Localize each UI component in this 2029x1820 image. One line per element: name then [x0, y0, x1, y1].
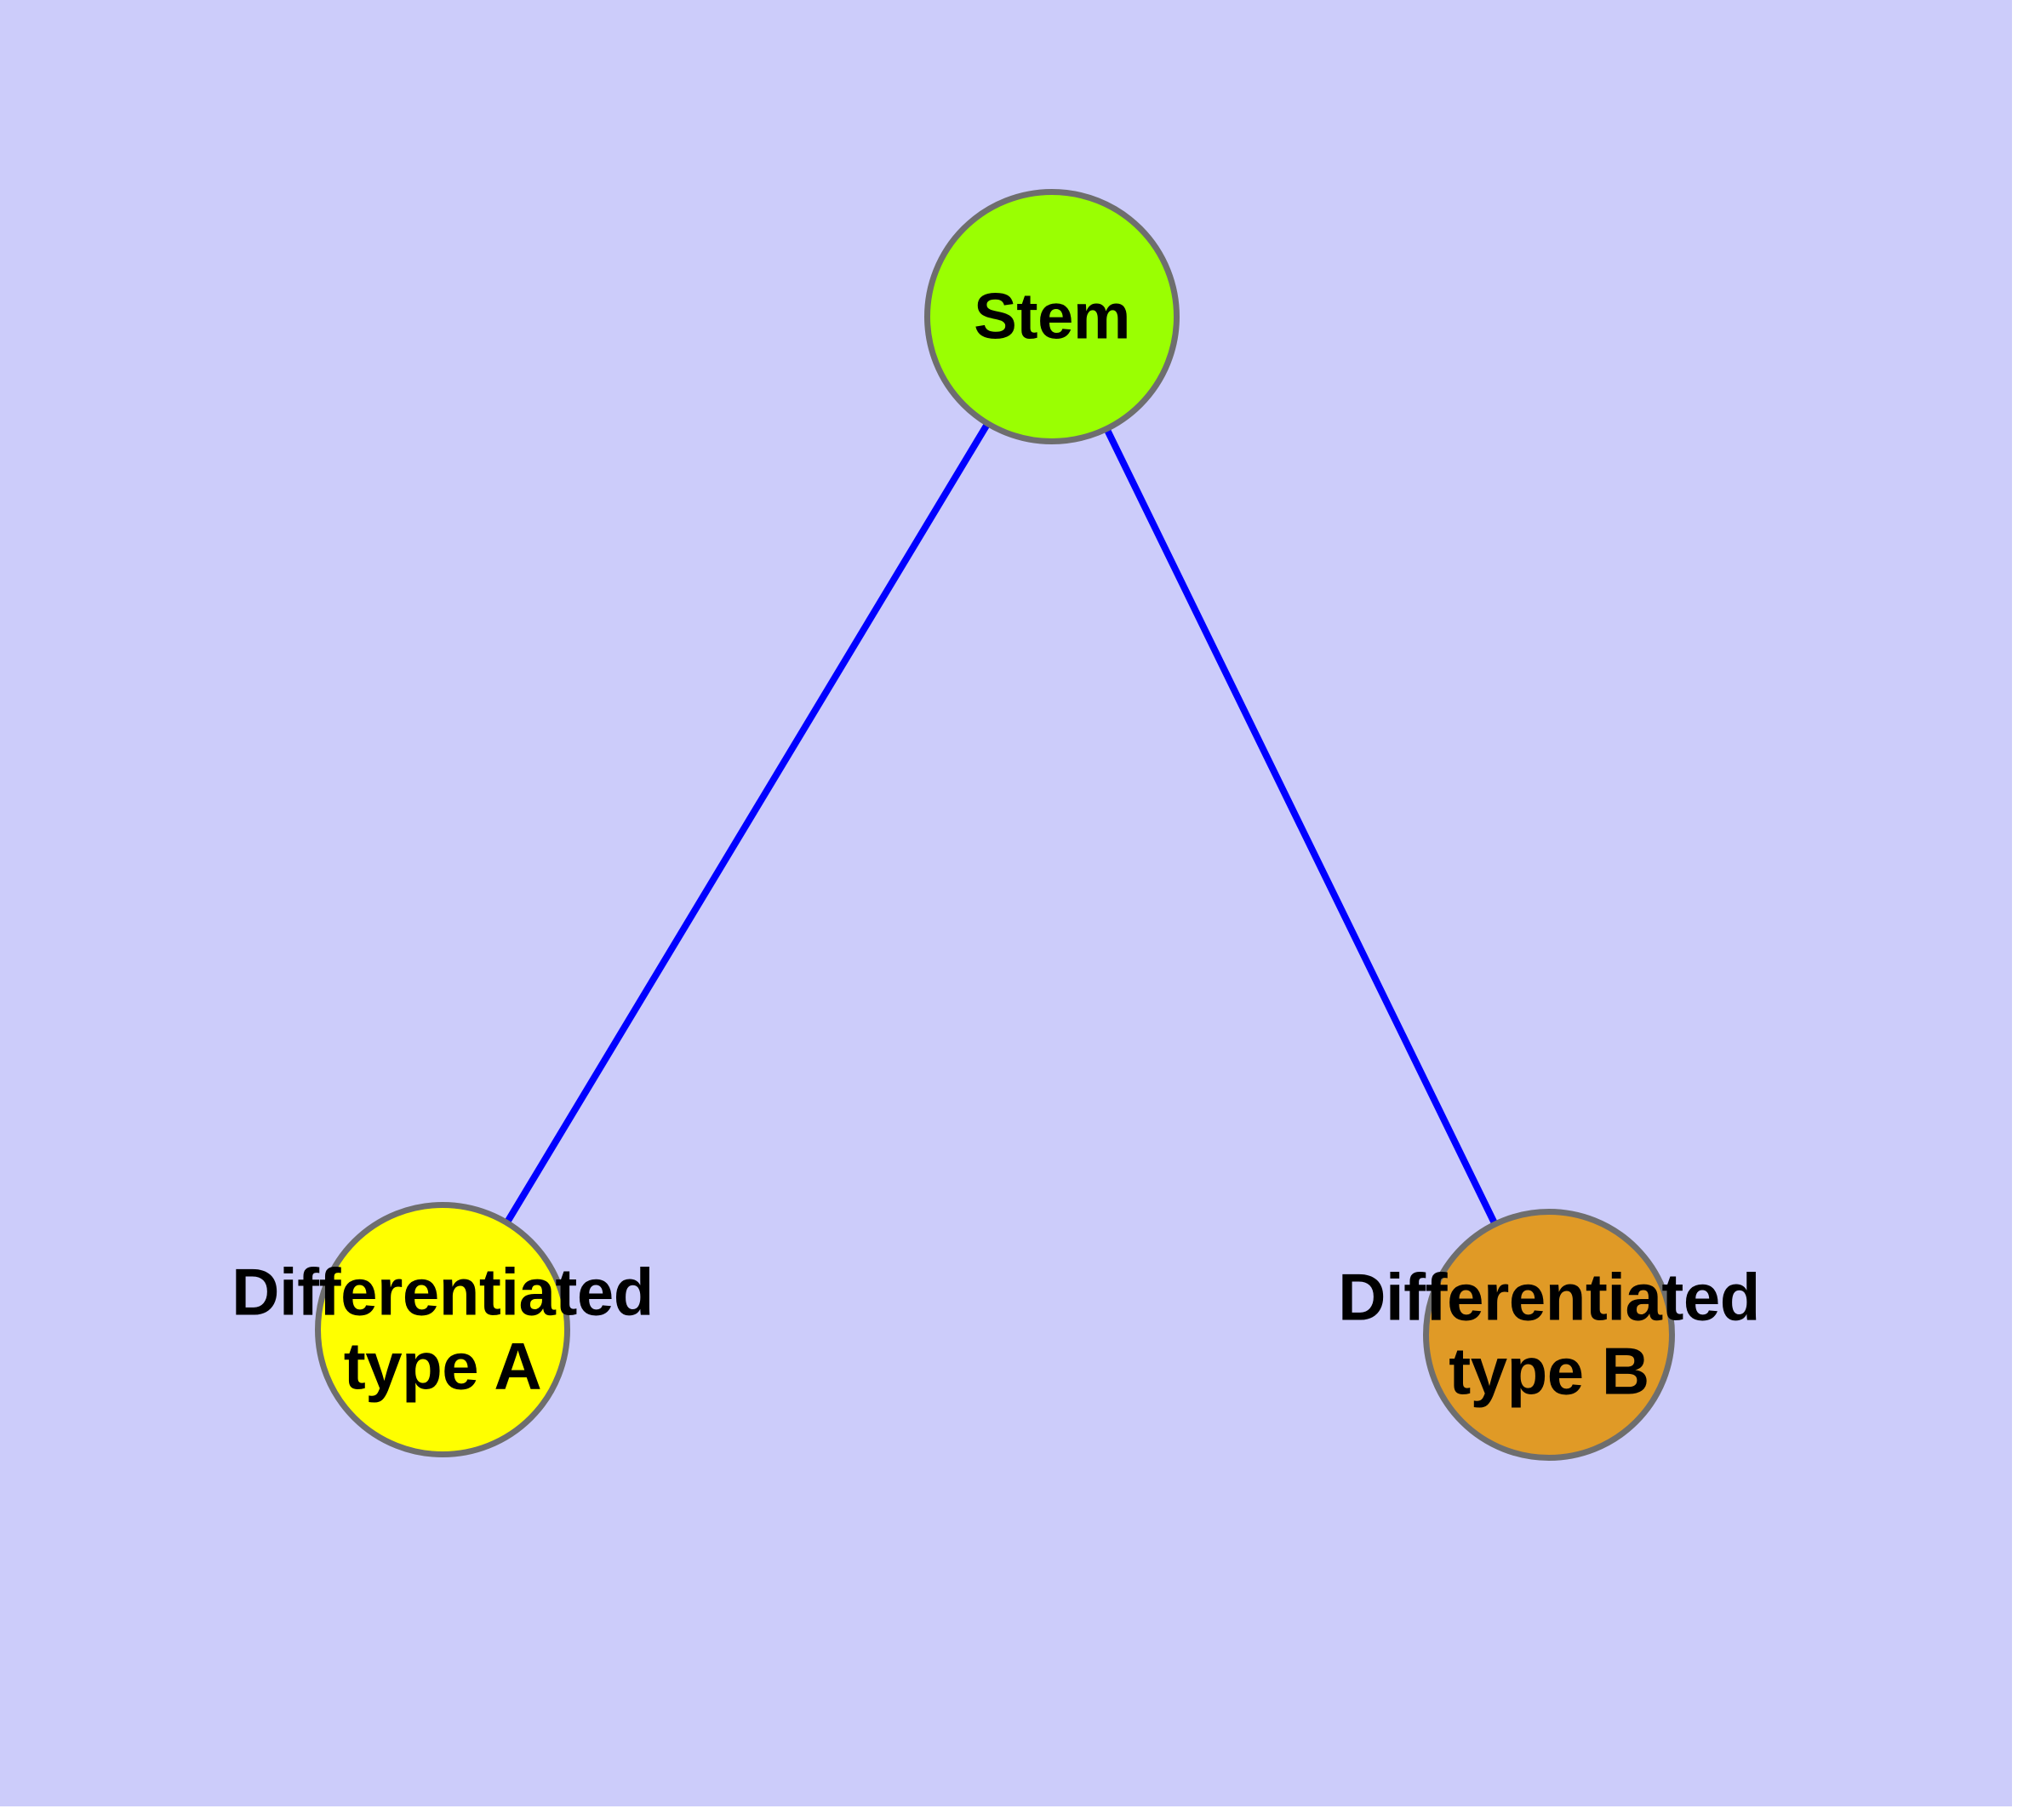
- nodes-layer: [315, 189, 1675, 1461]
- graph-node-diff-b[interactable]: [1423, 1209, 1675, 1461]
- graph-node-stem[interactable]: [924, 189, 1180, 444]
- edges-layer: [502, 420, 1500, 1228]
- graph-node-diff-a[interactable]: [315, 1202, 570, 1457]
- graph-edge-stem-to-b: [1102, 425, 1500, 1228]
- graph-edge-stem-to-a: [502, 420, 992, 1227]
